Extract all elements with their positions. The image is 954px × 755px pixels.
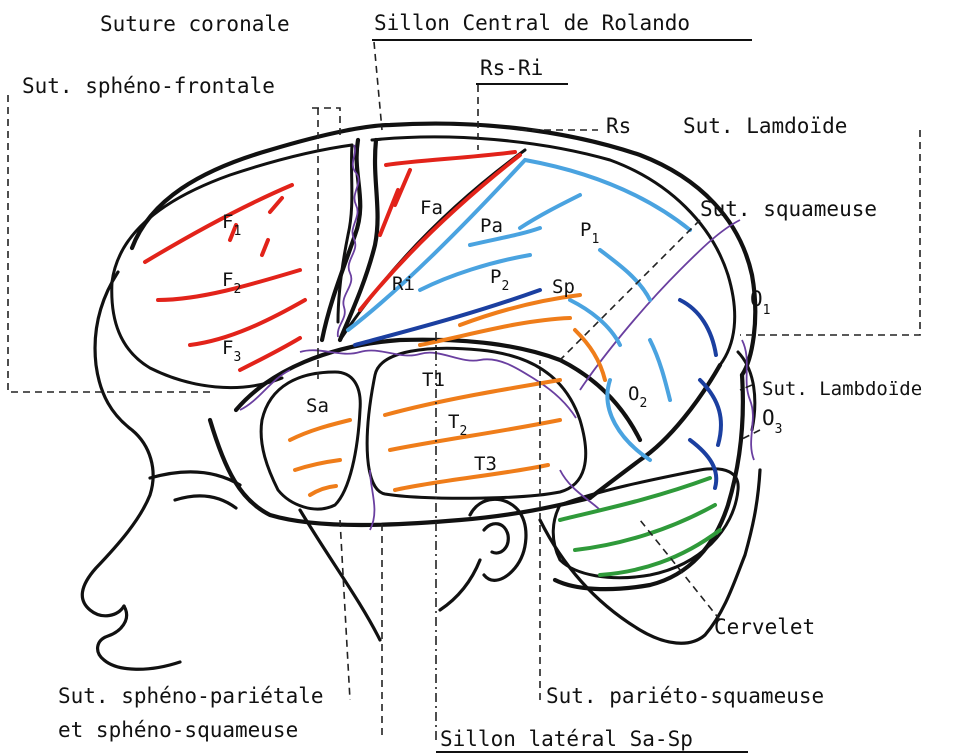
region-sa: Sa — [306, 395, 329, 417]
region-f2-main: F — [222, 269, 233, 291]
region-p2-sub: 2 — [501, 279, 509, 294]
region-f1-main: F — [222, 211, 233, 233]
temporal-sulci — [290, 295, 605, 495]
face-profile — [82, 272, 760, 669]
region-f1-sub: 1 — [233, 224, 241, 239]
label-o1-main: O — [750, 287, 763, 311]
region-p1-sub: 1 — [591, 232, 599, 247]
region-fa: Fa — [420, 197, 443, 219]
label-o3-sub: 3 — [775, 422, 783, 437]
region-o2-sub: 2 — [639, 396, 647, 411]
region-f3-main: F — [222, 337, 233, 359]
region-f3-sub: 3 — [233, 350, 241, 365]
region-f2-sub: 2 — [233, 282, 241, 297]
label-suture-coronale: Suture coronale — [100, 12, 290, 36]
label-sut-parieto-squameuse: Sut. pariéto-squameuse — [546, 684, 824, 708]
region-pa: Pa — [480, 215, 503, 237]
region-p1: P1 — [580, 219, 599, 247]
region-t2-sub: 2 — [459, 424, 467, 439]
region-o2: O2 — [628, 383, 647, 411]
region-p2-main: P — [490, 266, 501, 288]
label-sut-spheno-frontale: Sut. sphéno-frontale — [22, 74, 275, 98]
label-sut-spheno-parietale-l1: Sut. sphéno-pariétale — [58, 684, 324, 708]
region-p2: P2 — [490, 266, 509, 294]
region-t1: T1 — [422, 369, 445, 391]
region-t2: T2 — [448, 411, 467, 439]
region-ri: Ri — [392, 273, 415, 295]
label-o1: O1 — [750, 287, 770, 318]
region-f3: F3 — [222, 337, 241, 365]
label-rs-ri: Rs-Ri — [480, 56, 543, 80]
region-sp: Sp — [552, 276, 575, 298]
region-p1-main: P — [580, 219, 591, 241]
label-sut-spheno-parietale-l2: et sphéno-squameuse — [58, 718, 298, 742]
region-o2-main: O — [628, 383, 639, 405]
label-o3: O3 — [762, 406, 782, 437]
label-sut-lamdoide: Sut. Lamdoïde — [683, 114, 847, 138]
label-rs: Rs — [606, 114, 631, 138]
label-sillon-central: Sillon Central de Rolando — [374, 11, 690, 35]
label-sillon-lateral: Sillon latéral Sa-Sp — [440, 727, 693, 751]
label-o3-main: O — [762, 406, 775, 430]
label-cervelet: Cervelet — [714, 615, 815, 639]
region-t2-main: T — [448, 411, 459, 433]
label-o1-sub: 1 — [763, 303, 771, 318]
region-t3: T3 — [474, 453, 497, 475]
label-sut-squameuse: Sut. squameuse — [700, 197, 877, 221]
label-sut-lambdoide: Sut. Lambdoïde — [762, 378, 922, 400]
